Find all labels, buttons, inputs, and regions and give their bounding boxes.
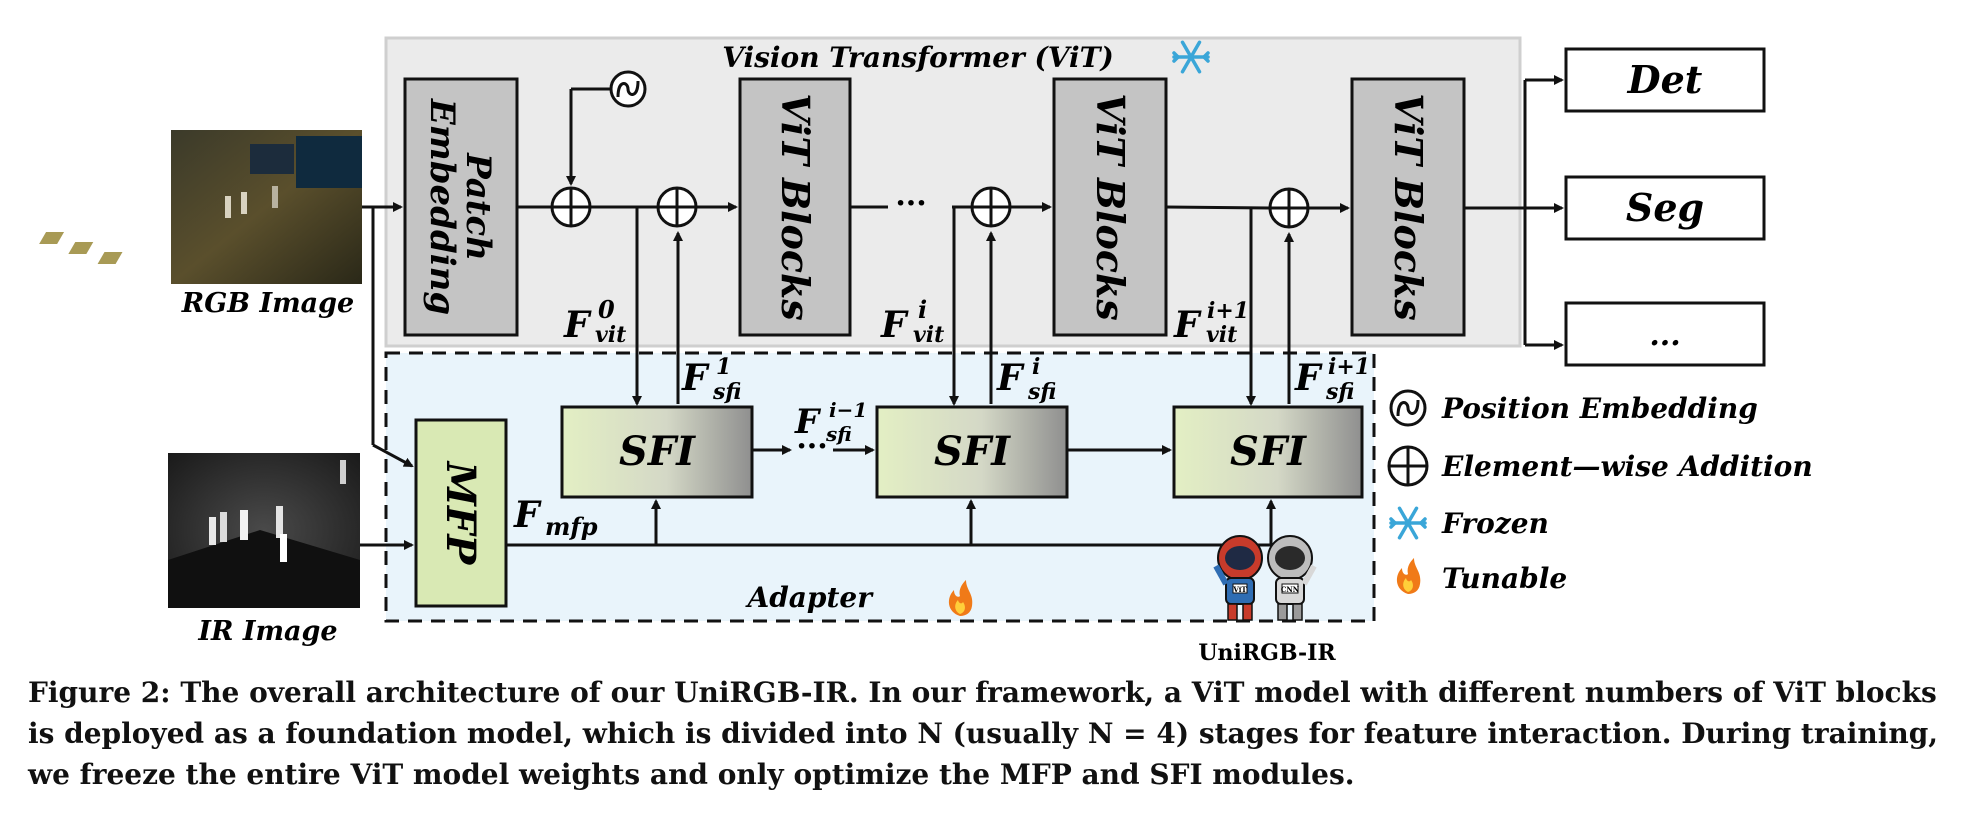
sfi-block-1-label: SFI (619, 428, 696, 475)
svg-text:sfi: sfi (712, 379, 741, 405)
rgb-image-label: RGB Image (181, 288, 354, 319)
legend-tunable: Tunable (1442, 562, 1567, 595)
legend: Position Embedding Element—wise Addition… (1387, 389, 1813, 595)
svg-text:i−1: i−1 (829, 398, 867, 422)
vit-ellipsis: ··· (895, 186, 926, 221)
svg-text:sfi: sfi (825, 422, 852, 446)
position-embedding-icon (1389, 389, 1427, 427)
mascot-cnn-robot: CNN (1267, 535, 1317, 621)
svg-text:CNN: CNN (1281, 585, 1300, 594)
legend-position-embedding: Position Embedding (1441, 392, 1758, 425)
svg-text:0: 0 (598, 295, 615, 324)
f-sfi-im1-label: F i−1 sfi (794, 398, 867, 446)
svg-text:1: 1 (716, 354, 731, 380)
addition-node-2 (656, 186, 698, 228)
svg-text:F: F (513, 494, 542, 536)
sfi-block-3 (1172, 405, 1364, 499)
svg-text:F: F (1173, 304, 1202, 346)
sfi-block-2 (875, 405, 1069, 499)
det-output-box (1564, 47, 1766, 113)
ir-image-label: IR Image (197, 616, 337, 647)
position-embedding-node (609, 70, 647, 108)
svg-text:sfi: sfi (1027, 379, 1056, 405)
legend-frozen: Frozen (1441, 507, 1549, 540)
det-output-label: Det (1627, 57, 1703, 102)
svg-text:F: F (996, 357, 1025, 399)
flame-icon (1396, 558, 1421, 594)
sfi-block-2-label: SFI (934, 428, 1011, 475)
svg-text:sfi: sfi (1325, 379, 1354, 405)
svg-text:F: F (794, 402, 822, 442)
f-sfi-1-label: F 1 sfi (681, 354, 741, 405)
mascot-name: UniRGB-IR (1198, 640, 1336, 666)
ir-image (168, 453, 360, 608)
mfp-block (414, 418, 508, 608)
svg-text:F: F (681, 357, 710, 399)
patch-embedding-line2: Embedding (422, 98, 462, 315)
figure-caption: Figure 2: The overall architecture of ou… (28, 676, 1939, 791)
legend-element-wise-addition: Element—wise Addition (1441, 450, 1813, 483)
f-sfi-i1-label: F i+1 sfi (1294, 354, 1370, 405)
vit-connections (360, 75, 1564, 550)
rgb-image (39, 130, 362, 284)
element-wise-addition-icon (1387, 445, 1429, 487)
mascot-vit-robot: ViT (1213, 535, 1263, 621)
svg-text:i+1: i+1 (1207, 298, 1249, 324)
svg-text:i+1: i+1 (1328, 354, 1370, 380)
vit-block-2 (1052, 77, 1168, 337)
svg-text:F: F (1294, 357, 1323, 399)
sfi-connections (506, 445, 1276, 547)
sfi-block-3-label: SFI (1230, 428, 1307, 475)
svg-text:vit: vit (913, 322, 944, 348)
svg-text:vit: vit (595, 322, 626, 348)
f-vit-i1-label: F i+1 vit (1173, 298, 1249, 348)
vit-block-1 (738, 77, 852, 337)
flame-icon (948, 580, 973, 616)
f-sfi-i-label: F i sfi (996, 354, 1056, 405)
patch-embedding-line1: Patch (458, 152, 498, 261)
svg-text:i: i (1032, 354, 1040, 380)
svg-text:ViT: ViT (1232, 585, 1247, 594)
adapter-label: Adapter (744, 581, 874, 614)
vit-block-2-label: ViT Blocks (1088, 93, 1133, 321)
seg-output-box (1564, 175, 1766, 241)
addition-node-1 (550, 186, 592, 228)
sfi-block-1 (560, 405, 754, 499)
f-vit-0-label: F 0 vit (563, 295, 626, 348)
vit-title: Vision Transformer (ViT) (722, 41, 1113, 74)
f-vit-i-label: F i vit (880, 295, 944, 348)
svg-text:i: i (918, 295, 927, 324)
svg-text:F: F (880, 304, 909, 346)
more-output-label: ... (1649, 318, 1680, 353)
mfp-label: MFP (437, 460, 484, 567)
addition-node-4 (1268, 187, 1310, 229)
more-output-box (1564, 301, 1766, 367)
svg-text:mfp: mfp (545, 512, 598, 541)
snowflake-icon (1172, 40, 1210, 74)
vit-block-3-label: ViT Blocks (1386, 93, 1431, 321)
addition-node-3 (970, 186, 1012, 228)
seg-output-label: Seg (1626, 185, 1704, 230)
sfi-ellipsis: ··· (796, 429, 827, 464)
svg-text:vit: vit (1206, 322, 1237, 348)
f-mfp-label: F mfp (513, 494, 598, 541)
svg-text:F: F (563, 304, 592, 346)
snowflake-icon (1389, 506, 1427, 540)
vit-block-1-label: ViT Blocks (773, 93, 818, 321)
